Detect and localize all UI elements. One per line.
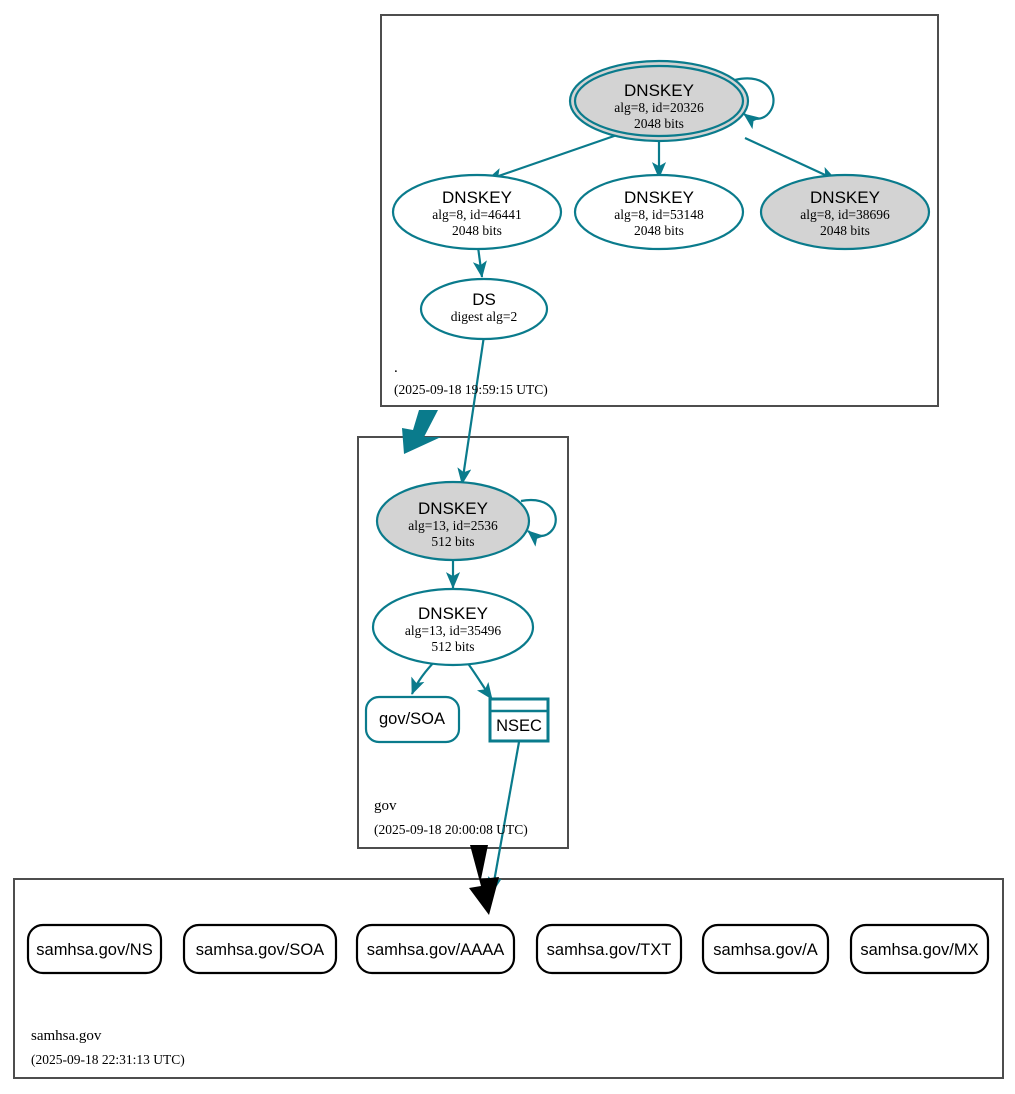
node-root-dnskey-20326[interactable]: DNSKEY alg=8, id=20326 2048 bits (568, 59, 750, 143)
node-rrset-samhsa-a[interactable]: samhsa.gov/A (701, 923, 830, 975)
zone-box-samhsa-gov (13, 878, 1004, 1079)
node-line3: 2048 bits (820, 223, 870, 238)
node-line3: 512 bits (431, 534, 474, 549)
node-line2: alg=13, id=2536 (408, 518, 498, 533)
node-title: samhsa.gov/TXT (547, 941, 672, 959)
node-line2: alg=8, id=20326 (614, 100, 704, 115)
zone-label-root: . (394, 360, 398, 376)
edge-gov-ksk-self-sign (520, 498, 557, 547)
node-line3: 512 bits (431, 639, 474, 654)
node-line3: 2048 bits (452, 223, 502, 238)
edge-root-46441-to-ds (472, 246, 487, 278)
node-title: DS (472, 290, 496, 309)
node-title: DNSKEY (810, 188, 880, 207)
node-title: samhsa.gov/SOA (196, 941, 324, 959)
delegation-arrow-gov-to-samhsa (469, 845, 499, 915)
node-title: samhsa.gov/NS (36, 941, 152, 959)
node-root-ds[interactable]: DS digest alg=2 (419, 277, 549, 341)
node-gov-dnskey-2536[interactable]: DNSKEY alg=13, id=2536 512 bits (375, 480, 531, 562)
delegation-arrow-root-to-gov (402, 410, 441, 454)
zone-timestamp-root: (2025-09-18 19:59:15 UTC) (394, 382, 548, 397)
node-rrset-samhsa-soa[interactable]: samhsa.gov/SOA (182, 923, 338, 975)
node-gov-soa-rrset[interactable]: gov/SOA (364, 695, 461, 744)
node-rrset-samhsa-ns[interactable]: samhsa.gov/NS (26, 923, 163, 975)
node-title: samhsa.gov/AAAA (367, 941, 505, 959)
node-gov-dnskey-35496[interactable]: DNSKEY alg=13, id=35496 512 bits (371, 587, 535, 667)
node-root-dnskey-46441[interactable]: DNSKEY alg=8, id=46441 2048 bits (391, 173, 563, 251)
zone-timestamp-samhsa-gov: (2025-09-18 22:31:13 UTC) (31, 1052, 185, 1067)
node-line3: 2048 bits (634, 223, 684, 238)
node-rrset-samhsa-txt[interactable]: samhsa.gov/TXT (535, 923, 683, 975)
node-line2: alg=8, id=38696 (800, 207, 890, 222)
node-line2: alg=13, id=35496 (405, 623, 501, 638)
node-title: samhsa.gov/MX (860, 941, 978, 959)
node-title: gov/SOA (379, 710, 445, 728)
node-title: DNSKEY (624, 81, 694, 100)
node-rrset-samhsa-mx[interactable]: samhsa.gov/MX (849, 923, 990, 975)
node-rrset-samhsa-aaaa[interactable]: samhsa.gov/AAAA (355, 923, 516, 975)
edge-gov-nsec-to-samhsa (487, 741, 521, 894)
edge-root-ds-to-gov-dnskey (457, 335, 486, 485)
node-title: DNSKEY (418, 604, 488, 623)
node-root-dnskey-38696[interactable]: DNSKEY alg=8, id=38696 2048 bits (759, 173, 931, 251)
node-root-dnskey-53148[interactable]: DNSKEY alg=8, id=53148 2048 bits (573, 173, 745, 251)
edge-root-ksk-to-38696 (744, 137, 837, 181)
edge-root-ksk-to-46441 (486, 133, 618, 182)
node-line2: alg=8, id=46441 (432, 207, 521, 222)
node-title: samhsa.gov/A (713, 941, 818, 959)
node-line2: digest alg=2 (451, 309, 517, 324)
node-title: DNSKEY (418, 499, 488, 518)
node-line2: alg=8, id=53148 (614, 207, 704, 222)
zone-label-samhsa-gov: samhsa.gov (31, 1028, 102, 1044)
node-title: DNSKEY (624, 188, 694, 207)
edge-root-ksk-self-sign (734, 77, 775, 130)
zone-label-gov: gov (374, 798, 397, 814)
node-gov-nsec[interactable]: NSEC (488, 697, 550, 743)
node-line3: 2048 bits (634, 116, 684, 131)
node-title: DNSKEY (442, 188, 512, 207)
node-title: NSEC (496, 717, 542, 735)
zone-timestamp-gov: (2025-09-18 20:00:08 UTC) (374, 822, 528, 837)
